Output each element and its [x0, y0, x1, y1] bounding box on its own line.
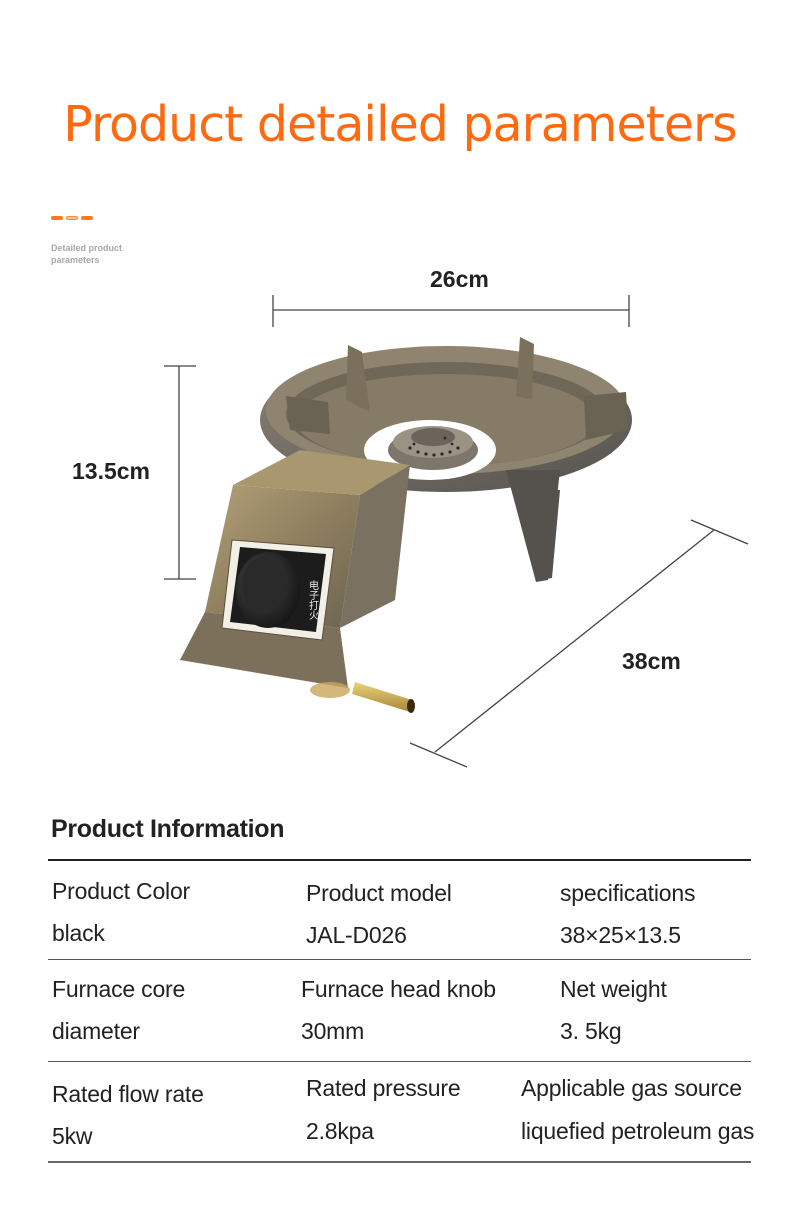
- product-color-label: Product Color: [52, 878, 191, 904]
- divider: [48, 1161, 751, 1163]
- divider: [48, 959, 751, 960]
- height-dimension-line: [164, 365, 196, 580]
- depth-dimension-label: 38cm: [622, 648, 681, 674]
- furnace-head-knob-label: Furnace head knob: [301, 976, 496, 1002]
- rated-flow-rate-label: Rated flow rate: [52, 1081, 204, 1107]
- product-info-heading: Product Information: [51, 815, 285, 843]
- gas-source-value: liquefied petroleum gas: [521, 1118, 755, 1144]
- triple-dash-icon: [51, 216, 93, 220]
- section-subcaption: Detailed product parameters: [51, 243, 123, 265]
- width-dimension-label: 26cm: [430, 266, 489, 292]
- product-color-value: black: [52, 920, 105, 946]
- gas-stove-image: 电子打火: [180, 337, 632, 713]
- rated-pressure-label: Rated pressure: [306, 1075, 461, 1101]
- furnace-core-value: diameter: [52, 1018, 140, 1044]
- page-title: Product detailed parameters: [63, 96, 737, 153]
- furnace-core-label: Furnace core: [52, 976, 186, 1002]
- dash-segment: [81, 216, 93, 220]
- ignition-label: 电子打火: [307, 579, 319, 620]
- specifications-value: 38×25×13.5: [560, 922, 681, 948]
- height-dimension-label: 13.5cm: [72, 458, 151, 484]
- rated-pressure-value: 2.8kpa: [306, 1118, 374, 1144]
- net-weight-value: 3. 5kg: [560, 1018, 622, 1044]
- rated-flow-rate-value: 5kw: [52, 1123, 93, 1149]
- gas-source-label: Applicable gas source: [521, 1075, 742, 1101]
- width-dimension-line: [272, 295, 630, 327]
- specifications-label: specifications: [560, 880, 696, 906]
- divider: [48, 1061, 751, 1062]
- product-model-value: JAL-D026: [306, 922, 407, 948]
- product-dimension-diagram: 电子打火: [164, 295, 749, 768]
- net-weight-label: Net weight: [560, 976, 667, 1002]
- depth-dimension-line: [409, 519, 749, 768]
- divider: [48, 859, 751, 861]
- dash-segment: [66, 216, 78, 220]
- product-model-label: Product model: [306, 880, 452, 906]
- furnace-head-knob-value: 30mm: [301, 1018, 365, 1044]
- dash-segment: [51, 216, 63, 220]
